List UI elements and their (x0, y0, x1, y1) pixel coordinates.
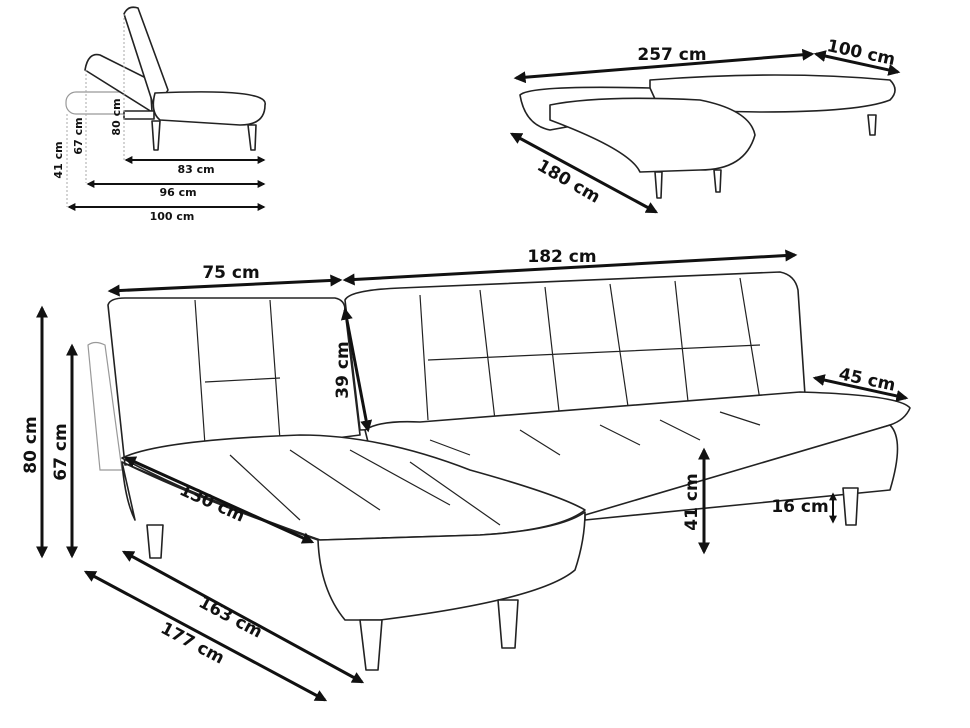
depth-flat-label: 100 cm (150, 210, 195, 223)
top-view: 257 cm 100 cm 180 cm (509, 36, 901, 214)
height-back-label: 80 cm (110, 98, 123, 135)
sofa-leg (842, 487, 859, 526)
reclined-back (84, 53, 153, 113)
frame (123, 110, 155, 120)
front-leg (151, 120, 161, 151)
side-view: 83 cm 96 cm 100 cm 80 cm 67 cm 41 cm (52, 6, 266, 223)
main-view: 75 cm 182 cm 39 cm 45 cm 80 cm 67 cm 130… (21, 247, 911, 702)
total-length-label: 257 cm (637, 45, 706, 65)
back-height-label: 39 cm (333, 341, 353, 398)
height-reclined-label: 67 cm (51, 423, 71, 480)
arm-width-label: 45 cm (837, 364, 897, 395)
chaise-top (549, 97, 756, 173)
seat-cushion (152, 91, 266, 126)
reclined-back-outline (87, 341, 123, 471)
seat-height-label: 41 cm (682, 473, 702, 530)
depth-upright-label: 83 cm (177, 163, 214, 176)
sofa-width-label: 182 cm (527, 247, 596, 267)
total-height-label: 80 cm (21, 416, 41, 473)
sofa-base (584, 424, 899, 521)
height-reclined-label: 67 cm (72, 117, 85, 154)
upright-back (123, 6, 169, 111)
leg-height-label: 16 cm (771, 497, 828, 517)
rear-leg (247, 124, 257, 151)
chaise-width-label: 75 cm (202, 263, 259, 283)
seat-height-label: 41 cm (52, 141, 65, 178)
depth-reclined-label: 96 cm (159, 186, 196, 199)
